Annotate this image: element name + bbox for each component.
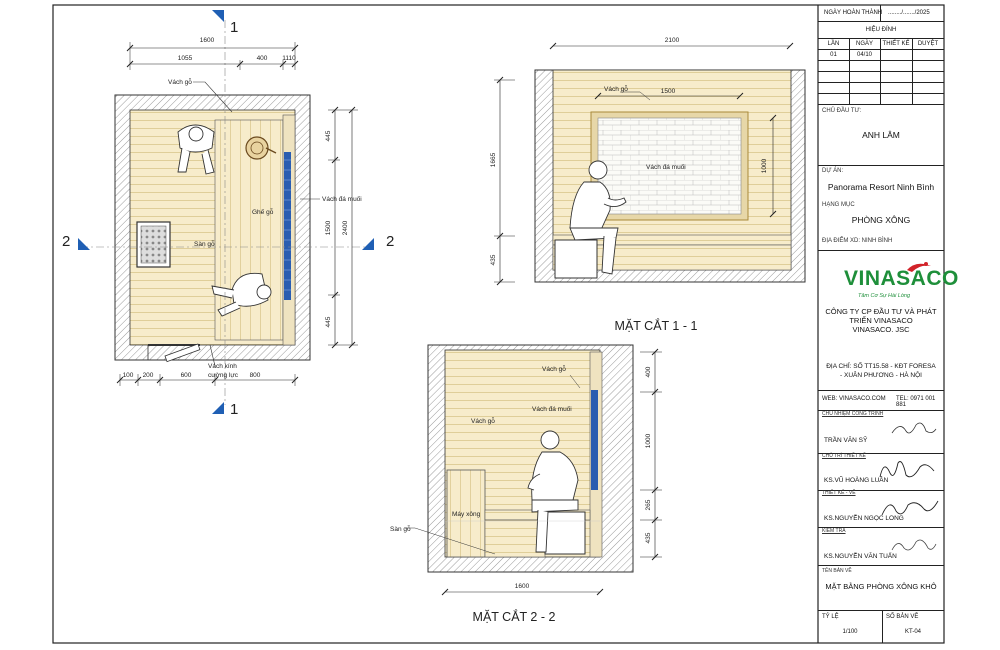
logo-swoosh-icon [907,262,931,272]
s11-dim-435: 435 [490,254,497,265]
plan-dim-445-top: 445 [325,130,332,141]
sheet-no-label: SỐ BẢN VẼ [886,614,919,620]
section-mark-2-left: 2 [62,233,70,250]
logo-slogan: Tâm Cơ Sự Hài Lòng [858,293,911,299]
s22-dim-1600: 1600 [515,583,530,590]
s11-label-wood-wall: Vách gỗ [604,84,628,93]
plan-dim-overall: 1600 [200,37,215,44]
signature-4 [891,539,937,551]
address-line-1: ĐỊA CHỈ: SỐ TT15.58 - KĐT FORESA [826,363,936,370]
rev-row-no: 01 [830,52,837,58]
plan-dim-1110: 1110 [282,55,296,62]
plan-label-wood-wall: Vách gỗ [168,77,192,86]
plan-label-wood-floor: Sàn gỗ [194,239,215,248]
plan-label-salt-wall: Vách đá muối [322,194,362,203]
owner-name: ANH LÂM [862,130,900,140]
plan-dim-800: 800 [250,372,261,379]
role-name-1: TRẦN VĂN SỸ [824,437,868,444]
address-line-2: - XUÂN PHƯƠNG - HÀ NỘI [840,372,922,379]
s22-dim-265: 265 [645,499,652,510]
s22-dim-435: 435 [645,532,652,543]
plan-label-wood-bench: Ghế gỗ [252,207,274,216]
plan-dim-2400: 2400 [342,220,349,235]
plan-dim-445-bottom: 445 [325,316,332,327]
s11-dim-1500: 1500 [661,88,676,95]
category-label: HẠNG MỤC [822,202,855,208]
revision-header: HIỆU ĐÍNH [865,27,897,33]
role-label-1: CHỦ NHIỆM CÔNG TRÌNH [822,411,884,417]
role-name-4: KS.NGUYỄN VĂN TUẤN [824,553,897,560]
s22-label-wood-wall-left: Vách gỗ [471,416,495,425]
rev-col-design: THIẾT KẾ [882,41,910,47]
signature-1 [891,422,937,434]
rev-row-date: 04/10 [856,52,872,58]
plan-dim-600: 600 [181,372,192,379]
project-label: DỰ ÁN: [822,168,844,174]
company-line-1: CÔNG TY CP ĐẦU TƯ VÀ PHÁT [825,307,937,316]
category-name: PHÒNG XÔNG [851,215,911,225]
s11-label-salt-wall: Vách đá muối [646,162,686,171]
section-2-2 [405,344,662,596]
s11-dim-2100: 2100 [665,37,680,44]
role-label-2: CHỦ TRÌ THIẾT KẾ [822,453,866,459]
section-mark-2-right: 2 [386,233,394,250]
s22-label-wood-wall-top: Vách gỗ [542,364,566,373]
floor-plan [78,10,374,414]
company-line-2: TRIỂN VINASACO [849,316,913,325]
company-tel: TEL: 0971 001 881 [896,396,936,408]
plan-dim-200: 200 [143,372,154,379]
sheet-border [52,4,945,644]
s22-label-salt-wall: Vách đá muối [532,404,572,413]
plan-label-glass-wall: Vách kính [208,363,237,370]
plan-dim-100: 100 [123,372,134,379]
scale-value: 1/100 [842,629,858,635]
owner-label: CHỦ ĐẦU TƯ: [822,108,862,114]
drawing-name: MẶT BẰNG PHÒNG XÔNG KHÔ [825,582,937,591]
location: ĐỊA ĐIỂM XD: NINH BÌNH [822,238,893,244]
s11-dim-1000: 1000 [761,158,768,173]
s22-label-wood-floor: Sàn gỗ [390,524,411,533]
section-1-1 [494,42,806,286]
company-logo: VINASACO [844,267,959,291]
s11-dim-1665: 1665 [490,152,497,167]
s22-dim-400: 400 [645,366,652,377]
scale-label: TỶ LỆ [822,614,839,620]
s11-title: MẶT CẮT 1 - 1 [615,318,698,333]
plan-dim-400: 400 [257,55,268,62]
company-address: ĐỊA CHỈ: SỐ TT15.58 - KĐT FORESA - XUÂN … [818,362,944,380]
sheet-no-value: KT-04 [904,629,921,635]
s22-label-heater: Máy xông [452,511,481,518]
role-label-4: KIỂM TRA [822,528,846,534]
project-name: Panorama Resort Ninh Bình [827,182,935,192]
plan-label-tempered: cường lực [208,372,239,379]
rev-col-no: LẦN [827,41,840,47]
title-block: NGÀY HOÀN THÀNH ......../......./2025 HI… [818,5,958,643]
completion-date-value: ......../......./2025 [888,10,930,16]
plan-dim-1500: 1500 [325,220,332,235]
company-web: WEB: VINASACO.COM [822,396,886,402]
rev-col-date: NGÀY [855,41,873,47]
role-name-3: KS.NGUYỄN NGỌC LONG [824,515,904,522]
signature-3 [881,500,939,516]
company-name: CÔNG TY CP ĐẦU TƯ VÀ PHÁT TRIỂN VINASACO… [818,307,944,334]
s22-dim-1000: 1000 [645,433,652,448]
completion-date-label: NGÀY HOÀN THÀNH [824,10,883,16]
rev-col-approve: DUYỆT [917,41,939,47]
s22-title: MẶT CẮT 2 - 2 [473,609,556,624]
section-mark-1-bottom: 1 [230,401,238,418]
role-label-3: THIẾT KẾ - VẼ [822,490,856,496]
plan-dim-1055: 1055 [178,55,193,62]
signature-2 [879,461,935,478]
drawing-name-label: TÊN BẢN VẼ [822,568,852,574]
logo-text: VINASACO [844,267,959,290]
role-name-2: KS.VŨ HOÀNG LUÂN [824,477,889,484]
company-line-3: VINASACO. JSC [852,325,910,334]
section-mark-1-top: 1 [230,19,238,36]
